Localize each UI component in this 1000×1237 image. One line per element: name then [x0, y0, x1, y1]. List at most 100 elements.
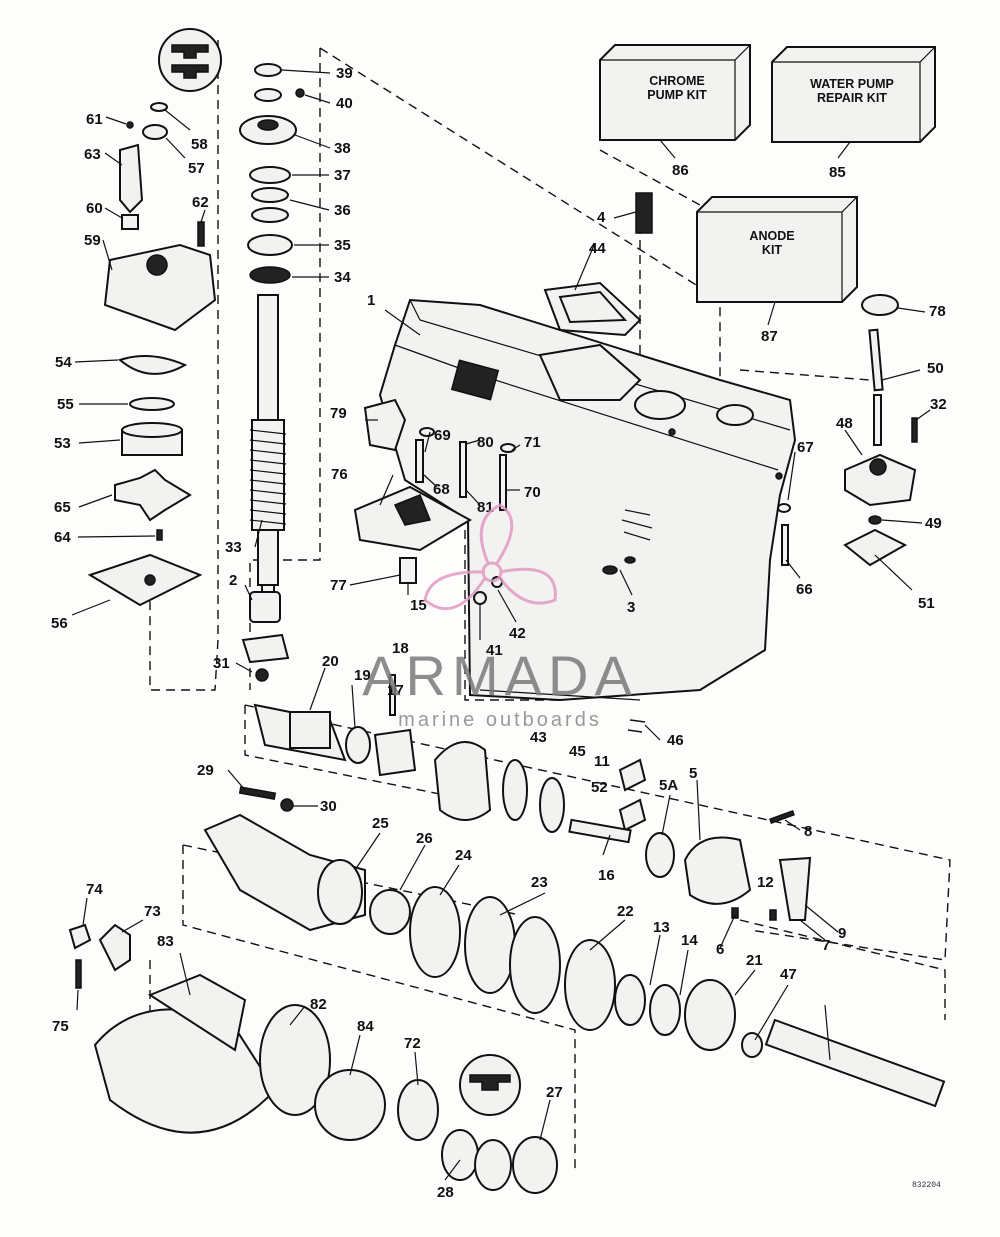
callout-71: 71	[524, 434, 541, 451]
shift-mechanism-parts	[568, 758, 812, 921]
callout-15: 15	[410, 597, 427, 614]
callout-76: 76	[331, 466, 348, 483]
callout-56: 56	[51, 615, 68, 632]
callout-22: 22	[617, 903, 634, 920]
callout-87: 87	[761, 328, 778, 345]
callout-36: 36	[334, 202, 351, 219]
callout-28: 28	[437, 1184, 454, 1201]
callout-59: 59	[84, 232, 101, 249]
callout-7: 7	[822, 937, 830, 954]
callout-81: 81	[477, 499, 494, 516]
callout-52: 52	[591, 779, 608, 796]
callout-34: 34	[334, 269, 351, 286]
callout-16: 16	[598, 867, 615, 884]
anode-trim-tab	[353, 398, 516, 584]
callout-40: 40	[336, 95, 353, 112]
callout-38: 38	[334, 140, 351, 157]
callout-55: 55	[57, 396, 74, 413]
callout-2: 2	[229, 572, 237, 589]
callout-31: 31	[213, 655, 230, 672]
callout-11: 11	[594, 753, 610, 770]
driveshaft-spring-coils	[249, 429, 287, 525]
callout-24: 24	[455, 847, 472, 864]
callout-42: 42	[509, 625, 526, 642]
bearing-carrier-parts	[203, 786, 946, 1108]
armada-watermark: ARMADA marine outboards	[362, 503, 638, 731]
callout-80: 80	[477, 434, 494, 451]
callout-5a: 5A	[659, 777, 678, 794]
callout-60: 60	[86, 200, 103, 217]
callout-35: 35	[334, 237, 351, 254]
upper-seal-stack	[239, 63, 305, 284]
callout-1: 1	[367, 292, 375, 309]
callout-25: 25	[372, 815, 389, 832]
callout-23: 23	[531, 874, 548, 891]
callout-19: 19	[354, 667, 371, 684]
callout-65: 65	[54, 499, 71, 516]
callout-49: 49	[925, 515, 942, 532]
callout-73: 73	[144, 903, 161, 920]
callout-86: 86	[672, 162, 689, 179]
upper-center-parts	[543, 192, 653, 337]
callout-6: 6	[716, 941, 724, 958]
callout-26: 26	[416, 830, 433, 847]
seal-detail-callout-circle	[158, 28, 222, 92]
gearcase-housing	[378, 298, 797, 702]
callout-43: 43	[530, 729, 547, 746]
callout-27: 27	[546, 1084, 563, 1101]
kit-line: PUMP KIT	[647, 88, 707, 102]
callout-54: 54	[55, 354, 72, 371]
callout-51: 51	[918, 595, 935, 612]
callout-75: 75	[52, 1018, 69, 1035]
callout-64: 64	[54, 529, 71, 546]
callout-83: 83	[157, 933, 174, 950]
callout-47: 47	[780, 966, 797, 983]
callout-5: 5	[689, 765, 697, 782]
callout-13: 13	[653, 919, 670, 936]
callout-79: 79	[330, 405, 347, 422]
callout-39: 39	[336, 65, 353, 82]
driveshaft	[249, 294, 287, 611]
callout-84: 84	[357, 1018, 374, 1035]
callout-62: 62	[192, 194, 209, 211]
callout-67: 67	[797, 439, 814, 456]
propeller-assembly	[68, 923, 558, 1194]
callout-44: 44	[589, 240, 606, 257]
callout-48: 48	[836, 415, 853, 432]
callout-82: 82	[310, 996, 327, 1013]
watermark-subtitle: marine outboards	[398, 709, 602, 731]
callout-18: 18	[392, 640, 409, 657]
callout-78: 78	[929, 303, 946, 320]
drawing-code: 832204	[912, 1181, 941, 1190]
callout-4: 4	[597, 209, 606, 226]
watermark-brand: ARMADA	[362, 644, 638, 707]
kit-line: CHROME	[649, 74, 705, 88]
callout-17: 17	[387, 682, 404, 699]
callout-63: 63	[84, 146, 101, 163]
callout-66: 66	[796, 581, 813, 598]
propshaft-gear-parts	[253, 674, 565, 833]
callout-58: 58	[191, 136, 208, 153]
callout-9: 9	[838, 925, 846, 942]
callout-74: 74	[86, 881, 103, 898]
callout-70: 70	[524, 484, 541, 501]
callout-14: 14	[681, 932, 698, 949]
callout-leaders	[71, 69, 931, 1181]
callout-61: 61	[86, 111, 103, 128]
pinion-bearing-parts	[241, 591, 290, 664]
callout-41: 41	[486, 642, 503, 659]
callout-53: 53	[54, 435, 71, 452]
right-side-parts	[777, 294, 918, 567]
callout-50: 50	[927, 360, 944, 377]
callout-72: 72	[404, 1035, 421, 1052]
callout-57: 57	[188, 160, 205, 177]
callout-45: 45	[569, 743, 586, 760]
callout-69: 69	[434, 427, 451, 444]
callout-77: 77	[330, 577, 347, 594]
callout-numbers: 1 2 3 4 5 5A 6 7 8 9 11 12 13 14 15 16 1…	[51, 65, 947, 1201]
callout-3: 3	[627, 599, 635, 616]
